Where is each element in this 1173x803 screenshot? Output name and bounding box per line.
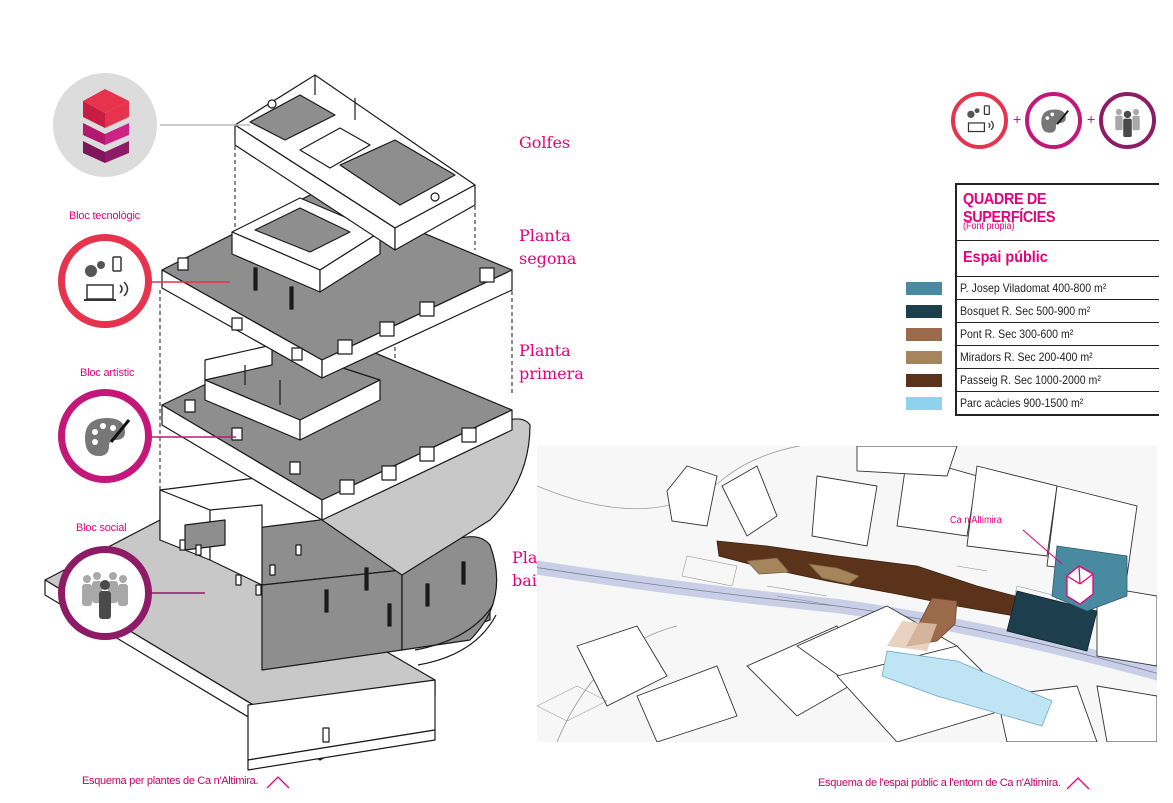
floor-label-primera-line2: primera [519,364,584,383]
formula-plus-1: + [1013,111,1022,127]
formula-plus-2: + [1087,111,1096,127]
block-label-artistic: Bloc artístic [80,367,135,379]
block-label-social: Bloc social [76,522,127,534]
site-map [537,446,1157,742]
map-label-ca-naltimira: Ca n'Altimira [950,515,1002,526]
legend-line [955,299,1159,300]
legend-swatch [906,397,942,410]
legend-label: Bosquet R. Sec 500-900 m² [960,304,1091,318]
legend-line [955,391,1159,392]
legend-swatch [906,374,942,387]
legend-swatch [906,351,942,364]
quadre-separator [957,240,1159,241]
legend-label: Miradors R. Sec 200-400 m² [960,350,1093,364]
building-stack-icon [53,73,157,177]
legend-line [955,322,1159,323]
legend-label: P. Josep Viladomat 400-800 m² [960,281,1107,295]
axonometric-diagram [44,74,531,771]
legend-label: Passeig R. Sec 1000-2000 m² [960,373,1101,387]
formula-people-icon [1099,92,1156,149]
floor-label-primera: Planta primera [519,339,584,385]
floor-label-segona-line2: segona [519,249,577,268]
planta-primera-drawing [161,329,531,576]
technology-icon [58,234,152,328]
caption-right: Esquema de l'espai públic a l'entorn de … [818,777,1061,789]
floor-label-segona: Planta segona [519,224,576,270]
legend-line [955,276,1159,277]
quadre-title: QUADRE DE SUPERFÍCIES [963,191,1056,226]
palette-icon [58,389,152,483]
formula-palette-icon [1025,92,1082,149]
legend-line [955,368,1159,369]
quadre-section-title: Espai públic [963,249,1048,266]
caption-right-triangle-icon [1066,777,1090,790]
legend-line [955,345,1159,346]
legend-swatch [906,328,942,341]
people-icon [58,546,152,640]
quadre-source: (Font pròpia) [963,221,1015,232]
floor-label-golfes: Golfes [519,133,571,152]
caption-left-triangle-icon [266,776,290,789]
caption-left: Esquema per plantes de Ca n'Altimira. [82,775,259,787]
floor-label-segona-line1: Planta [519,226,571,245]
legend-label: Parc acàcies 900-1500 m² [960,396,1084,410]
formula-technology-icon [951,92,1008,149]
golfes-drawing [234,74,476,251]
floor-label-primera-line1: Planta [519,341,571,360]
legend-swatch [906,282,942,295]
legend-swatch [906,305,942,318]
block-label-tecnologic: Bloc tecnològic [69,210,140,222]
legend-label: Pont R. Sec 300-600 m² [960,327,1074,341]
planta-segona-drawing [161,189,513,379]
